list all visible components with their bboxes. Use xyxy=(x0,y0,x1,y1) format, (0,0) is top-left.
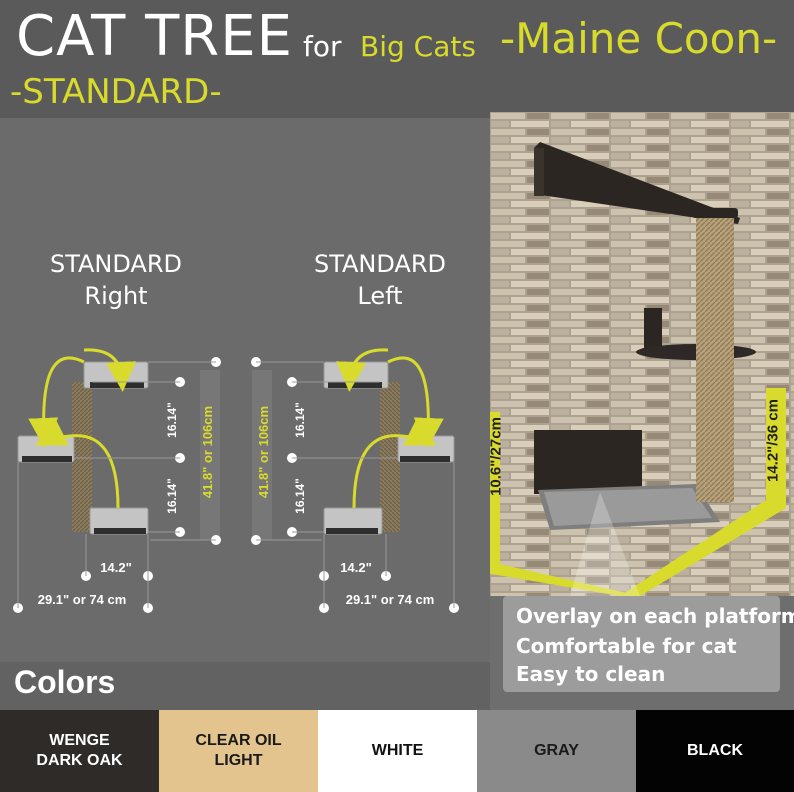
dim-width: 29.1" or 74 cm xyxy=(38,592,127,607)
product-photo: 10.6"/27cm 14.2"/36 cm xyxy=(490,112,794,596)
standard-left-unit xyxy=(251,348,459,613)
caption-standard-left: STANDARD Left xyxy=(300,248,460,312)
swatch-label: WHITE xyxy=(371,742,424,759)
dim-total-height-left: 41.8" or 106cm xyxy=(256,406,271,498)
dim-depth-left: 14.2" xyxy=(340,560,371,575)
colors-band xyxy=(0,662,490,710)
title-big-cats: Big Cats xyxy=(360,30,476,63)
swatch-white: WHITE xyxy=(318,710,477,792)
cat-tree-drawings: 16.14" 16.14" 41.8" or 106cm 14.2" 29.1"… xyxy=(13,348,459,613)
dim-high-wrap: 14.2"/36 cm xyxy=(758,392,786,502)
product-title: CAT TREE xyxy=(16,4,293,69)
sisal-post xyxy=(72,382,92,532)
feature-box xyxy=(503,596,780,692)
dim-step-upper: 16.14" xyxy=(165,402,179,438)
caption-standard-right: STANDARD Right xyxy=(36,248,196,312)
caption-left-line2: Left xyxy=(357,282,403,310)
dim-high-label: 14.2"/36 cm xyxy=(764,399,782,483)
caption-right-line2: Right xyxy=(84,282,148,310)
dim-step-lower: 16.14" xyxy=(165,478,179,514)
wall-mounted-tree-illustration xyxy=(490,112,794,596)
feature-clean: Easy to clean xyxy=(516,662,666,686)
dim-width-left: 29.1" or 74 cm xyxy=(346,592,435,607)
swatch-label: BLACK xyxy=(687,742,743,759)
colors-title: Colors xyxy=(14,664,116,700)
swatch-label: WENGE DARK OAK xyxy=(36,732,123,769)
title-for: for xyxy=(303,30,342,63)
title-model: -STANDARD- xyxy=(10,72,222,112)
feature-comfort: Comfortable for cat xyxy=(516,634,737,658)
sisal-post-photo xyxy=(696,212,734,502)
dim-total-height: 41.8" or 106cm xyxy=(200,406,215,498)
swatch-wenge: WENGE DARK OAK xyxy=(0,710,159,792)
header-band xyxy=(0,0,794,118)
caption-right-line1: STANDARD xyxy=(49,250,183,278)
swatch-black: BLACK xyxy=(636,710,794,792)
dim-depth: 14.2" xyxy=(100,560,131,575)
feature-overlay: Overlay on each platform xyxy=(516,604,794,628)
swatch-gray: GRAY xyxy=(477,710,636,792)
swatch-clear-oil: CLEAR OIL LIGHT xyxy=(159,710,318,792)
caption-left-line1: STANDARD xyxy=(313,250,447,278)
dim-low-label: 10.6"/27cm xyxy=(490,417,505,496)
dim-low-wrap: 10.6"/27cm xyxy=(490,412,510,512)
swatch-label: CLEAR OIL LIGHT xyxy=(195,732,282,769)
dim-step-upper-left: 16.14" xyxy=(293,402,307,438)
title-breed: -Maine Coon- xyxy=(500,14,778,63)
swatch-label: GRAY xyxy=(534,742,579,759)
standard-right-unit: 16.14" 16.14" 41.8" or 106cm 14.2" 29.1"… xyxy=(13,348,221,613)
dim-step-lower-left: 16.14" xyxy=(293,478,307,514)
